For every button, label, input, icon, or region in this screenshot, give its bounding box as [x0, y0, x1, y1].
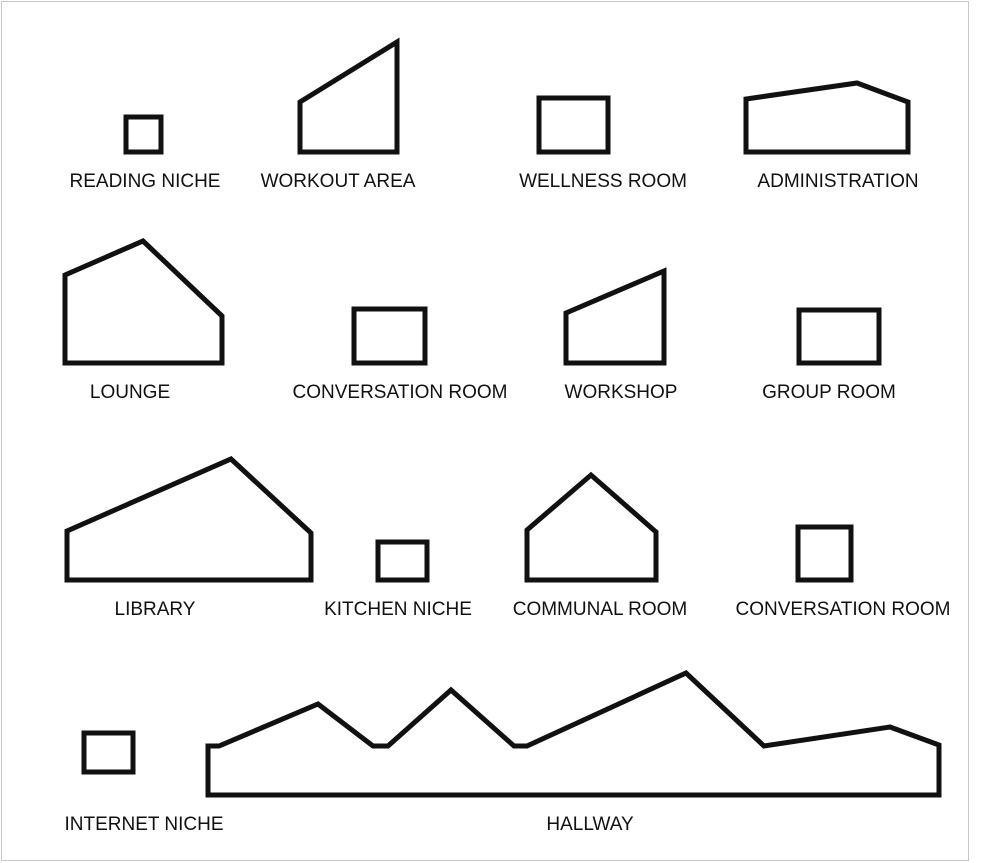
internet-niche-label: INTERNET NICHE: [64, 814, 223, 835]
room-group-room: GROUP ROOM: [762, 307, 896, 403]
lounge-label: LOUNGE: [90, 382, 170, 403]
lounge-shape: [62, 238, 225, 366]
workout-area-shape: [297, 37, 400, 155]
conversation-room-2-label: CONVERSATION ROOM: [736, 599, 951, 620]
room-hallway: HALLWAY: [205, 670, 942, 835]
kitchen-niche-shape: [375, 539, 430, 583]
internet-niche-shape: [81, 730, 136, 775]
room-wellness-room: WELLNESS ROOM: [519, 95, 687, 192]
communal-room-shape: [524, 471, 659, 583]
room-administration: ADMINISTRATION: [743, 80, 919, 192]
room-kitchen-niche: KITCHEN NICHE: [324, 539, 472, 620]
room-reading-niche: READING NICHE: [70, 114, 221, 192]
library-label: LIBRARY: [115, 599, 196, 620]
wellness-room-label: WELLNESS ROOM: [519, 171, 687, 192]
room-conversation-room-1: CONVERSATION ROOM: [293, 306, 508, 403]
conversation-room-1-label: CONVERSATION ROOM: [293, 382, 508, 403]
administration-label: ADMINISTRATION: [757, 171, 918, 192]
kitchen-niche-label: KITCHEN NICHE: [324, 599, 472, 620]
group-room-shape: [796, 307, 882, 366]
room-workout-area: WORKOUT AREA: [261, 37, 416, 192]
wellness-room-shape: [536, 95, 611, 155]
workshop-shape: [563, 267, 667, 366]
reading-niche-shape: [123, 114, 164, 155]
administration-shape: [743, 80, 911, 155]
room-internet-niche: INTERNET NICHE: [64, 730, 224, 835]
workout-area-label: WORKOUT AREA: [261, 171, 416, 192]
workshop-label: WORKSHOP: [565, 382, 678, 403]
conversation-room-1-shape: [351, 306, 428, 366]
reading-niche-label: READING NICHE: [70, 171, 221, 192]
hallway-label: HALLWAY: [546, 814, 634, 835]
room-conversation-room-2: CONVERSATION ROOM: [736, 524, 951, 620]
group-room-label: GROUP ROOM: [762, 382, 896, 403]
conversation-room-2-shape: [795, 524, 854, 583]
room-communal-room: COMMUNAL ROOM: [513, 471, 688, 620]
frame-border: [1, 1, 969, 861]
room-lounge: LOUNGE: [62, 238, 225, 403]
library-shape: [64, 456, 314, 583]
room-workshop: WORKSHOP: [563, 267, 678, 403]
communal-room-label: COMMUNAL ROOM: [513, 599, 688, 620]
hallway-shape: [205, 670, 942, 798]
room-library: LIBRARY: [64, 456, 314, 620]
